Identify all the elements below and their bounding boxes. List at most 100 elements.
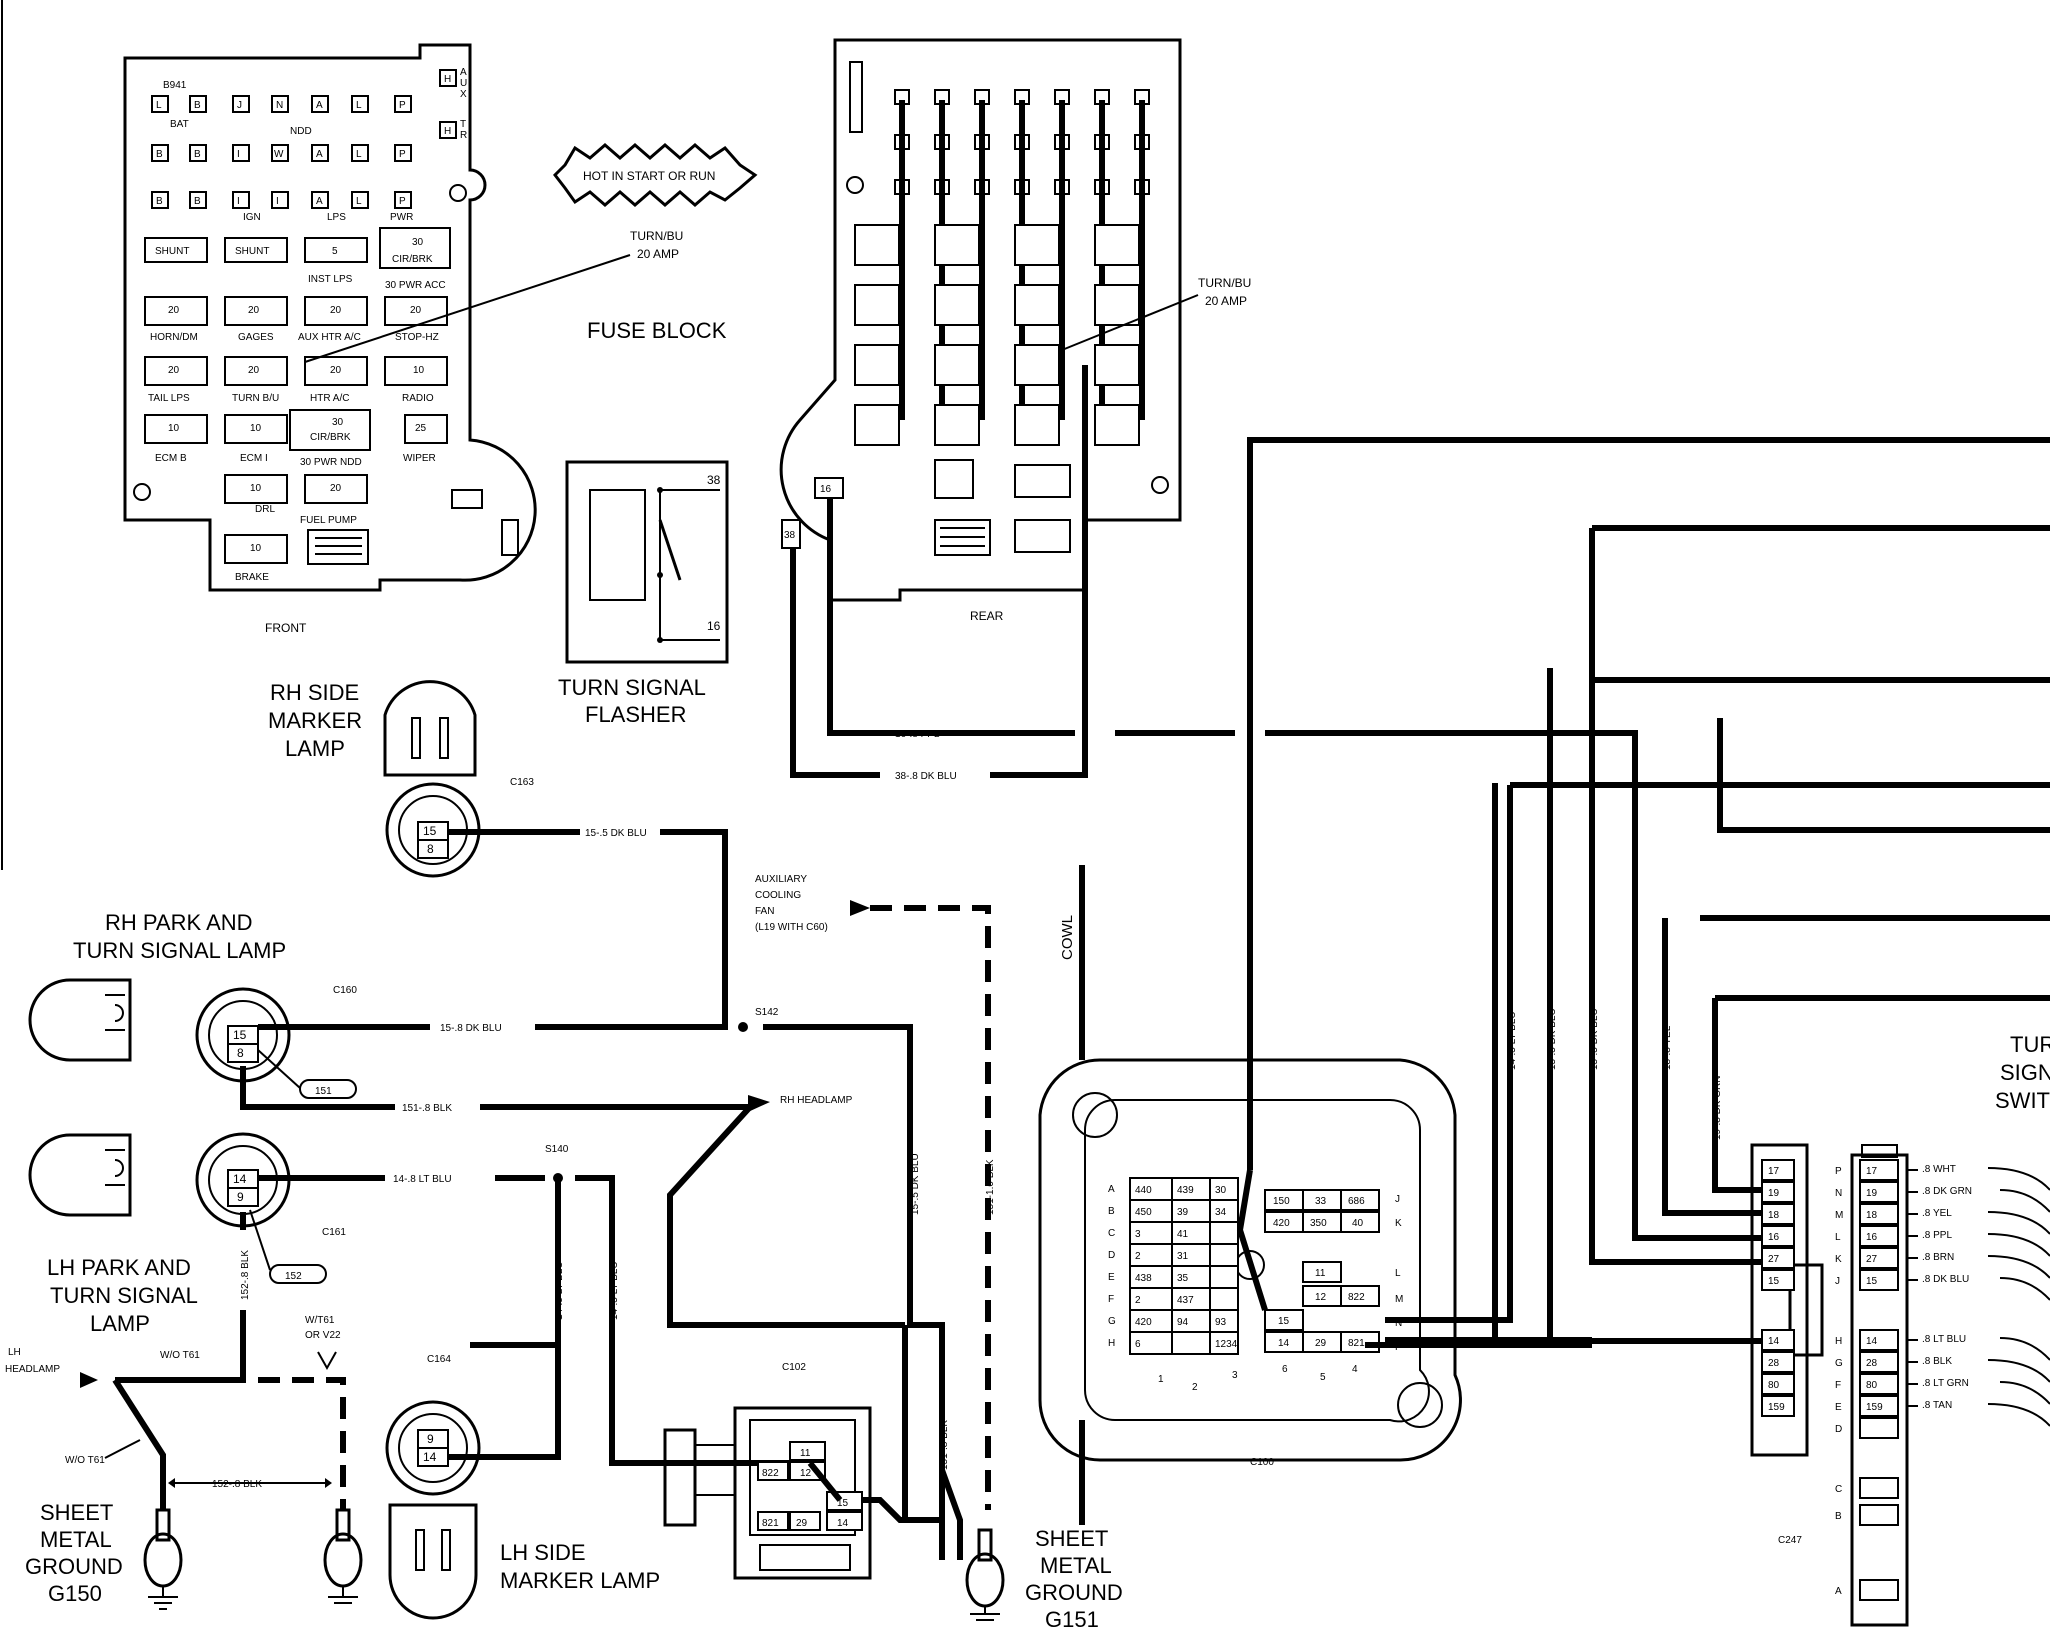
- c100-pin: 150: [1273, 1196, 1290, 1207]
- rh-park-pin-8: 8: [237, 1046, 244, 1060]
- fuse-name: HTR A/C: [310, 393, 349, 404]
- c247-inner-pin: 159: [1768, 1402, 1785, 1413]
- c247-row-letter: K: [1835, 1254, 1842, 1265]
- rh-park-title: RH PARK AND: [105, 910, 253, 935]
- turn-bu-amp-rear: 20 AMP: [1205, 294, 1247, 308]
- rear-fuse-columns: [854, 89, 1150, 556]
- fuse-name: 30 PWR NDD: [300, 457, 362, 468]
- fuse-name: ECM I: [240, 453, 268, 464]
- c247-inner-pin: 19: [1768, 1188, 1780, 1199]
- fuse-value: SHUNT: [155, 246, 189, 257]
- c100-pin: 420: [1135, 1317, 1152, 1328]
- connector-c102: C102: [782, 1362, 806, 1373]
- c247-row-letter: F: [1835, 1380, 1841, 1391]
- turn-switch-title-3: SWIT: [1995, 1088, 2050, 1113]
- fuse-value: 20: [168, 305, 180, 316]
- c100-row-label: F: [1108, 1294, 1114, 1305]
- c247-outer-pin: 18: [1866, 1210, 1878, 1221]
- c100-pin: 39: [1177, 1207, 1189, 1218]
- fuse-name: CIR/BRK: [310, 432, 351, 443]
- c247-inner-cell: [1761, 1373, 1795, 1395]
- c100-pin: 14: [1278, 1338, 1290, 1349]
- fuse-block-front: L B J N A L P B941 BAT NDD B B I W A L P…: [123, 43, 537, 635]
- wire-15-dkblu-a: 15-.5 DK BLU: [585, 828, 647, 839]
- c247-outer-pin: 17: [1866, 1166, 1878, 1177]
- fuse-id-label: PWR: [390, 212, 413, 223]
- fuse-id-label: DRL: [255, 504, 275, 515]
- splice-s140: S140: [545, 1144, 569, 1155]
- c247-inner-pin: 17: [1768, 1166, 1780, 1177]
- c247-inner-cell: [1761, 1159, 1795, 1181]
- fuse-id-label: BRAKE: [235, 572, 269, 583]
- w-t61-label-1: W/T61: [305, 1315, 335, 1326]
- c247-row-letter: L: [1835, 1232, 1841, 1243]
- c247-inner-pin: 18: [1768, 1210, 1780, 1221]
- c247-inner-pin: 16: [1768, 1232, 1780, 1243]
- c100-pin: 12: [1315, 1292, 1327, 1303]
- c100-cell: [1209, 1243, 1239, 1267]
- rh-park-pin-15: 15: [233, 1028, 247, 1042]
- wire-14-5-ltblu-c: 14-.5 LT BLU: [1507, 1011, 1518, 1070]
- connector-c161: C161: [322, 1227, 346, 1238]
- lh-park-turn-lamp: 14 9 C161 152 LH PARK AND TURN SIGNAL LA…: [28, 1132, 346, 1336]
- wire-15-5-dkblu-c: 15-.5 DK BLU: [1547, 1008, 1558, 1070]
- c247-outer-pin: 14: [1866, 1336, 1878, 1347]
- fuse-value: 20: [330, 305, 342, 316]
- fuse-letter: I: [237, 196, 240, 207]
- fuse-id-label: 30 PWR ACC: [385, 280, 446, 291]
- c247-inner-cell: [1761, 1329, 1795, 1351]
- c100-pin: 439: [1177, 1185, 1194, 1196]
- c247-inner-pin: 27: [1768, 1254, 1780, 1265]
- fuse-letter: P: [399, 149, 406, 160]
- c247-inner-pin: 28: [1768, 1358, 1780, 1369]
- fuse-block-title: FUSE BLOCK: [587, 318, 727, 343]
- c247-outer-cell: [1859, 1417, 1899, 1439]
- c100-pin: 31: [1177, 1251, 1189, 1262]
- wire-151-8-blk: 151-.8 BLK: [939, 1420, 950, 1470]
- fuse-value: 10: [168, 423, 180, 434]
- c100-pin: 94: [1177, 1317, 1189, 1328]
- c247-outer-pin: 19: [1866, 1188, 1878, 1199]
- lh-headlamp-label-2: HEADLAMP: [5, 1364, 60, 1375]
- fuse-value: 10: [250, 543, 262, 554]
- c100-cell: [1209, 1265, 1239, 1289]
- c100-row-label: B: [1108, 1206, 1115, 1217]
- lh-side-pin-14: 14: [423, 1450, 437, 1464]
- c100-pin: 450: [1135, 1207, 1152, 1218]
- c100-pin: 40: [1352, 1218, 1364, 1229]
- wo-t61-label: W/O T61: [160, 1350, 200, 1361]
- fuse-letter: P: [399, 196, 406, 207]
- c247-wire-label: .8 PPL: [1922, 1230, 1952, 1241]
- turn-signal-flasher: 38 16 TURN SIGNAL FLASHER: [558, 460, 729, 727]
- c247-wire-label: .8 BRN: [1922, 1252, 1954, 1263]
- c247-outer-pin: 28: [1866, 1358, 1878, 1369]
- c247-outer-cell: [1859, 1373, 1899, 1395]
- turn-bu-label-rear: TURN/BU: [1198, 276, 1251, 290]
- g150-title-3: GROUND: [25, 1554, 123, 1579]
- g151-title-3: GROUND: [1025, 1580, 1123, 1605]
- fuse-letter: B: [156, 196, 163, 207]
- flasher-pin-38: 38: [707, 473, 721, 487]
- c247-outer-cell: [1859, 1477, 1899, 1499]
- lh-headlamp-label-1: LH: [8, 1347, 21, 1358]
- c100-pin: 2: [1135, 1251, 1141, 1262]
- c100-row-label: K: [1395, 1218, 1402, 1229]
- g150-title-4: G150: [48, 1581, 102, 1606]
- fuse-value: 30: [412, 237, 424, 248]
- wire-15-5-dkblu-v: 15-.5 DK BLU: [910, 1153, 921, 1215]
- fuse-letter: X: [460, 89, 467, 100]
- c247-outer-cell: [1859, 1247, 1899, 1269]
- c100-pin: 686: [1348, 1196, 1365, 1207]
- c247-row-letter: N: [1835, 1188, 1842, 1199]
- c247-row-letter: B: [1835, 1511, 1842, 1522]
- ground-g150b-icon: [323, 1508, 363, 1604]
- c100-bottom-num: 4: [1352, 1364, 1358, 1375]
- fuse-value: 10: [250, 483, 262, 494]
- fuse-letter: P: [399, 100, 406, 111]
- lh-park-title: LH PARK AND: [47, 1255, 191, 1280]
- c247-wire-label: .8 TAN: [1922, 1400, 1952, 1411]
- c247-outer-pin: 16: [1866, 1232, 1878, 1243]
- c100-bottom-num: 5: [1320, 1372, 1326, 1383]
- c247-outer-cell: [1859, 1181, 1899, 1203]
